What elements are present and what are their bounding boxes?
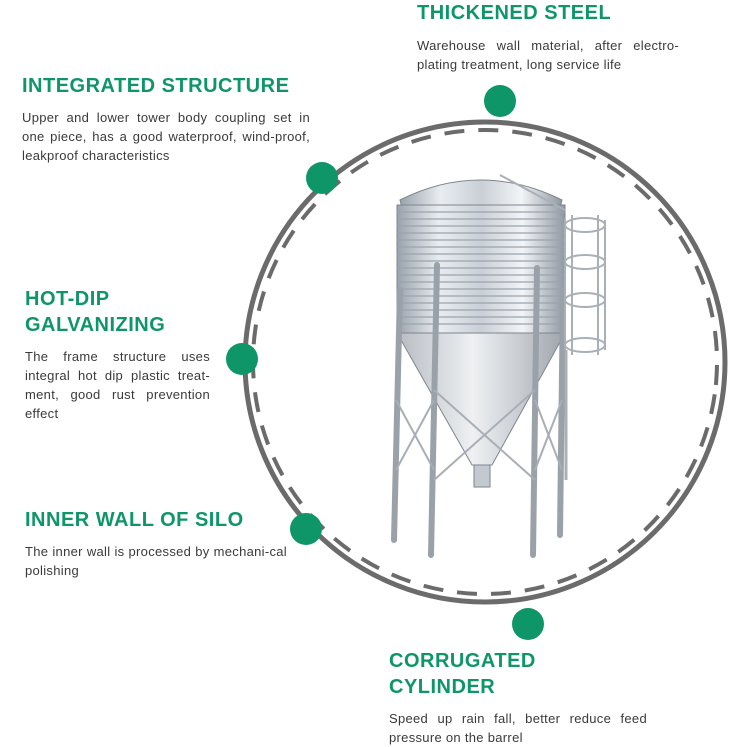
- feature-title: INTEGRATED STRUCTURE: [22, 75, 290, 97]
- marker-inner-wall: [290, 513, 322, 545]
- feature-description: The frame structure uses integral hot di…: [25, 349, 210, 421]
- silo-illustration: [226, 85, 728, 640]
- marker-hot-dip: [226, 343, 258, 375]
- feature-title: INNER WALL OF SILO: [25, 509, 244, 531]
- feature-title: CORRUGATED CYLINDER: [389, 650, 536, 698]
- feature-hot-dip-galvanizing: HOT-DIP GALVANIZING The frame structure …: [25, 286, 210, 423]
- inner-dashed-ring: [250, 127, 719, 596]
- feature-title: HOT-DIP GALVANIZING: [25, 288, 166, 336]
- feature-description: Warehouse wall material, after electro-p…: [417, 38, 679, 72]
- feature-title: THICKENED STEEL: [417, 2, 612, 24]
- feature-description: Upper and lower tower body coupling set …: [22, 110, 310, 163]
- feature-corrugated-cylinder: CORRUGATED CYLINDER Speed up rain fall, …: [389, 648, 647, 747]
- feature-description: Speed up rain fall, better reduce feed p…: [389, 711, 647, 745]
- feature-inner-wall: INNER WALL OF SILO The inner wall is pro…: [25, 507, 287, 580]
- feature-description: The inner wall is processed by mechani-c…: [25, 544, 287, 578]
- silo: [391, 174, 606, 558]
- feature-thickened-steel: THICKENED STEEL Warehouse wall material,…: [417, 0, 679, 74]
- marker-corrugated: [512, 608, 544, 640]
- marker-integrated-structure: [306, 162, 338, 194]
- feature-integrated-structure: INTEGRATED STRUCTURE Upper and lower tow…: [22, 73, 310, 165]
- marker-thickened-steel: [484, 85, 516, 117]
